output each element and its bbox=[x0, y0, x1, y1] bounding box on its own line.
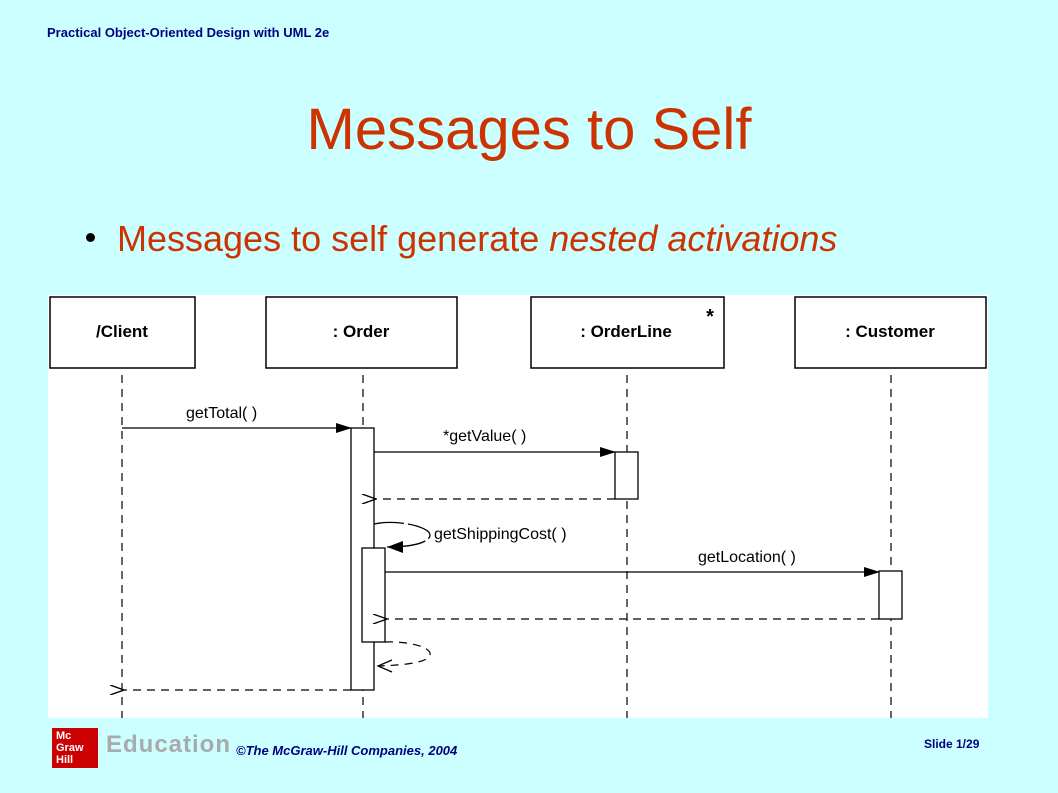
logo-line: Graw bbox=[56, 742, 84, 754]
sequence-diagram-svg: /Client : Order : OrderLine * : Customer… bbox=[49, 296, 987, 718]
sequence-diagram: /Client : Order : OrderLine * : Customer… bbox=[48, 295, 988, 718]
message-getshippingcost: getShippingCost( ) bbox=[373, 521, 567, 553]
book-title: Practical Object-Oriented Design with UM… bbox=[47, 25, 330, 40]
message-gettotal: getTotal( ) bbox=[122, 405, 352, 433]
activation-orderline bbox=[614, 451, 639, 500]
return-getshippingcost bbox=[377, 641, 431, 667]
logo-line: Mc bbox=[56, 730, 72, 742]
multiplicity-marker: * bbox=[706, 306, 714, 328]
publisher-logo: Mc Graw Hill bbox=[52, 728, 98, 768]
lifeline-customer: : Customer bbox=[794, 296, 987, 718]
bullet-dot-icon bbox=[86, 232, 95, 242]
lifeline-label: /Client bbox=[96, 322, 148, 341]
logo-line: Hill bbox=[56, 754, 74, 766]
message-getlocation: getLocation( ) bbox=[385, 549, 880, 577]
lifeline-label: : Order bbox=[333, 322, 390, 341]
message-label: *getValue( ) bbox=[443, 428, 526, 445]
bullet-emphasis: nested activations bbox=[549, 218, 838, 259]
message-getvalue: *getValue( ) bbox=[374, 428, 616, 457]
message-label: getTotal( ) bbox=[186, 405, 257, 422]
lifeline-label: : Customer bbox=[845, 322, 935, 341]
activation-customer bbox=[878, 570, 903, 620]
slide-title: Messages to Self bbox=[306, 97, 752, 162]
lifeline-client: /Client bbox=[49, 296, 196, 718]
message-label: getShippingCost( ) bbox=[434, 526, 567, 543]
activation-order-nested bbox=[361, 547, 386, 643]
bullet-item: Messages to self generate nested activat… bbox=[86, 218, 837, 260]
lifeline-orderline: : OrderLine * bbox=[530, 296, 725, 718]
lifeline-order: : Order bbox=[265, 296, 458, 718]
slide-number: Slide 1/29 bbox=[924, 737, 980, 751]
lifeline-label: : OrderLine bbox=[580, 322, 672, 341]
bullet-text: Messages to self generate bbox=[117, 218, 550, 259]
message-label: getLocation( ) bbox=[698, 549, 796, 566]
copyright-notice: ©The McGraw-Hill Companies, 2004 bbox=[236, 743, 458, 758]
education-wordmark: Education bbox=[106, 731, 232, 758]
